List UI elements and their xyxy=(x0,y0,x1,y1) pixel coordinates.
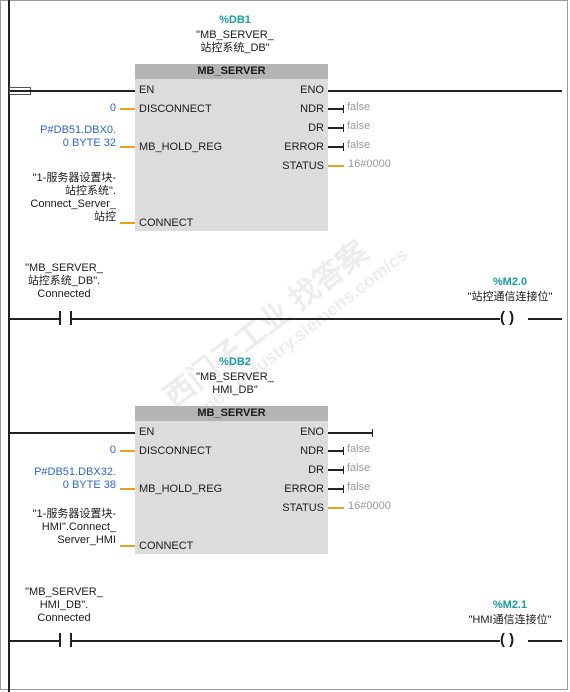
connect-value-1[interactable]: "1-服务器设置块- 站控系统". Connect_Server_ 站控 xyxy=(30,172,116,223)
pin-ndr: NDR xyxy=(300,103,324,115)
error-value-1[interactable]: false xyxy=(347,139,371,151)
mb-server-block-2[interactable]: MB_SERVER EN ENO DISCONNECT NDR DR MB_HO… xyxy=(135,406,328,554)
en-wire-2 xyxy=(10,432,135,434)
coil-label-1[interactable]: "站控通信连接位" xyxy=(467,291,553,303)
pin-hold-reg: MB_HOLD_REG xyxy=(139,141,223,153)
dr-stub-end-2 xyxy=(343,466,344,474)
ndr-stub-end-2 xyxy=(343,447,344,455)
connect-wire-2 xyxy=(120,545,135,547)
dr-value-1[interactable]: false xyxy=(347,120,371,132)
pin-status: STATUS xyxy=(282,502,324,514)
ndr-value-2[interactable]: false xyxy=(347,443,371,455)
contact-1-right-bar[interactable] xyxy=(70,311,72,325)
status-wire-1 xyxy=(328,165,344,167)
coil-label-2[interactable]: "HMI通信连接位" xyxy=(468,614,552,626)
hold-reg-wire-2 xyxy=(120,488,135,490)
coil-address-1[interactable]: %M2.0 xyxy=(492,276,528,288)
error-stub-end-2 xyxy=(343,485,344,493)
error-stub-end-1 xyxy=(343,143,344,151)
mb-server-block-1[interactable]: MB_SERVER EN ENO DISCONNECT NDR DR MB_HO… xyxy=(135,64,328,231)
connect-value-2[interactable]: "1-服务器设置块- HMI".Connect_ Server_HMI xyxy=(32,508,116,546)
eno-wire-2 xyxy=(328,432,372,434)
coil-1-icon[interactable]: ( ) xyxy=(500,309,515,326)
pin-disconnect: DISCONNECT xyxy=(139,103,212,115)
error-wire-2 xyxy=(328,488,344,490)
contact-2-left-bar[interactable] xyxy=(59,633,61,647)
contact-label-2[interactable]: "MB_SERVER_ HMI_DB". Connected xyxy=(25,586,103,624)
pin-ndr: NDR xyxy=(300,445,324,457)
pin-connect: CONNECT xyxy=(139,217,194,229)
db2-address[interactable]: %DB2 xyxy=(219,356,251,368)
pin-disconnect: DISCONNECT xyxy=(139,445,212,457)
pin-error: ERROR xyxy=(284,141,324,153)
rung1-wire-left xyxy=(10,318,60,320)
db1-address[interactable]: %DB1 xyxy=(219,14,251,26)
left-power-rail xyxy=(8,0,10,692)
status-wire-2 xyxy=(328,507,344,509)
dr-wire-1 xyxy=(328,127,344,129)
coil-address-2[interactable]: %M2.1 xyxy=(492,599,528,611)
pin-error: ERROR xyxy=(284,483,324,495)
connect-wire-1 xyxy=(120,222,135,224)
coil-2-icon[interactable]: ( ) xyxy=(500,631,515,648)
pin-en: EN xyxy=(139,426,155,438)
db1-name[interactable]: "MB_SERVER_ 站控系统_DB" xyxy=(196,29,274,54)
status-value-1[interactable]: 16#0000 xyxy=(348,158,391,170)
rung1-wire-mid xyxy=(72,318,500,320)
dr-wire-2 xyxy=(328,469,344,471)
rung2-wire-right xyxy=(528,640,562,642)
error-wire-1 xyxy=(328,146,344,148)
ndr-stub-end-1 xyxy=(343,105,344,113)
disconnect-wire-2 xyxy=(120,450,135,452)
ndr-wire-2 xyxy=(328,450,344,452)
pin-hold-reg: MB_HOLD_REG xyxy=(139,483,223,495)
pin-status: STATUS xyxy=(282,160,324,172)
contact-2-right-bar[interactable] xyxy=(70,633,72,647)
disconnect-wire-1 xyxy=(120,108,135,110)
disconnect-value-2[interactable]: 0 xyxy=(109,444,116,456)
rung2-wire-mid xyxy=(72,640,500,642)
status-value-2[interactable]: 16#0000 xyxy=(348,500,391,512)
en-wire-1 xyxy=(10,90,135,92)
block-type-label: MB_SERVER xyxy=(135,64,328,79)
contact-label-1[interactable]: "MB_SERVER_ 站控系统_DB". Connected xyxy=(25,262,103,300)
dr-stub-end-1 xyxy=(343,124,344,132)
rung2-wire-left xyxy=(10,640,60,642)
ndr-value-1[interactable]: false xyxy=(347,101,371,113)
ndr-wire-1 xyxy=(328,108,344,110)
pin-connect: CONNECT xyxy=(139,540,194,552)
hold-reg-value-2[interactable]: P#DB51.DBX32. 0 BYTE 38 xyxy=(34,466,116,491)
pin-eno: ENO xyxy=(300,84,324,96)
disconnect-value-1[interactable]: 0 xyxy=(109,102,116,114)
pin-en: EN xyxy=(139,84,155,96)
contact-1-left-bar[interactable] xyxy=(59,311,61,325)
eno-stub-end-2 xyxy=(372,429,373,437)
rung1-wire-right xyxy=(528,318,562,320)
pin-dr: DR xyxy=(308,464,324,476)
pin-eno: ENO xyxy=(300,426,324,438)
hold-reg-wire-1 xyxy=(120,146,135,148)
db2-name[interactable]: "MB_SERVER_ HMI_DB" xyxy=(196,371,274,396)
hold-reg-value-1[interactable]: P#DB51.DBX0. 0 BYTE 32 xyxy=(40,124,116,149)
block-type-label: MB_SERVER xyxy=(135,406,328,421)
error-value-2[interactable]: false xyxy=(347,481,371,493)
eno-wire-1 xyxy=(328,90,562,92)
pin-dr: DR xyxy=(308,122,324,134)
dr-value-2[interactable]: false xyxy=(347,462,371,474)
